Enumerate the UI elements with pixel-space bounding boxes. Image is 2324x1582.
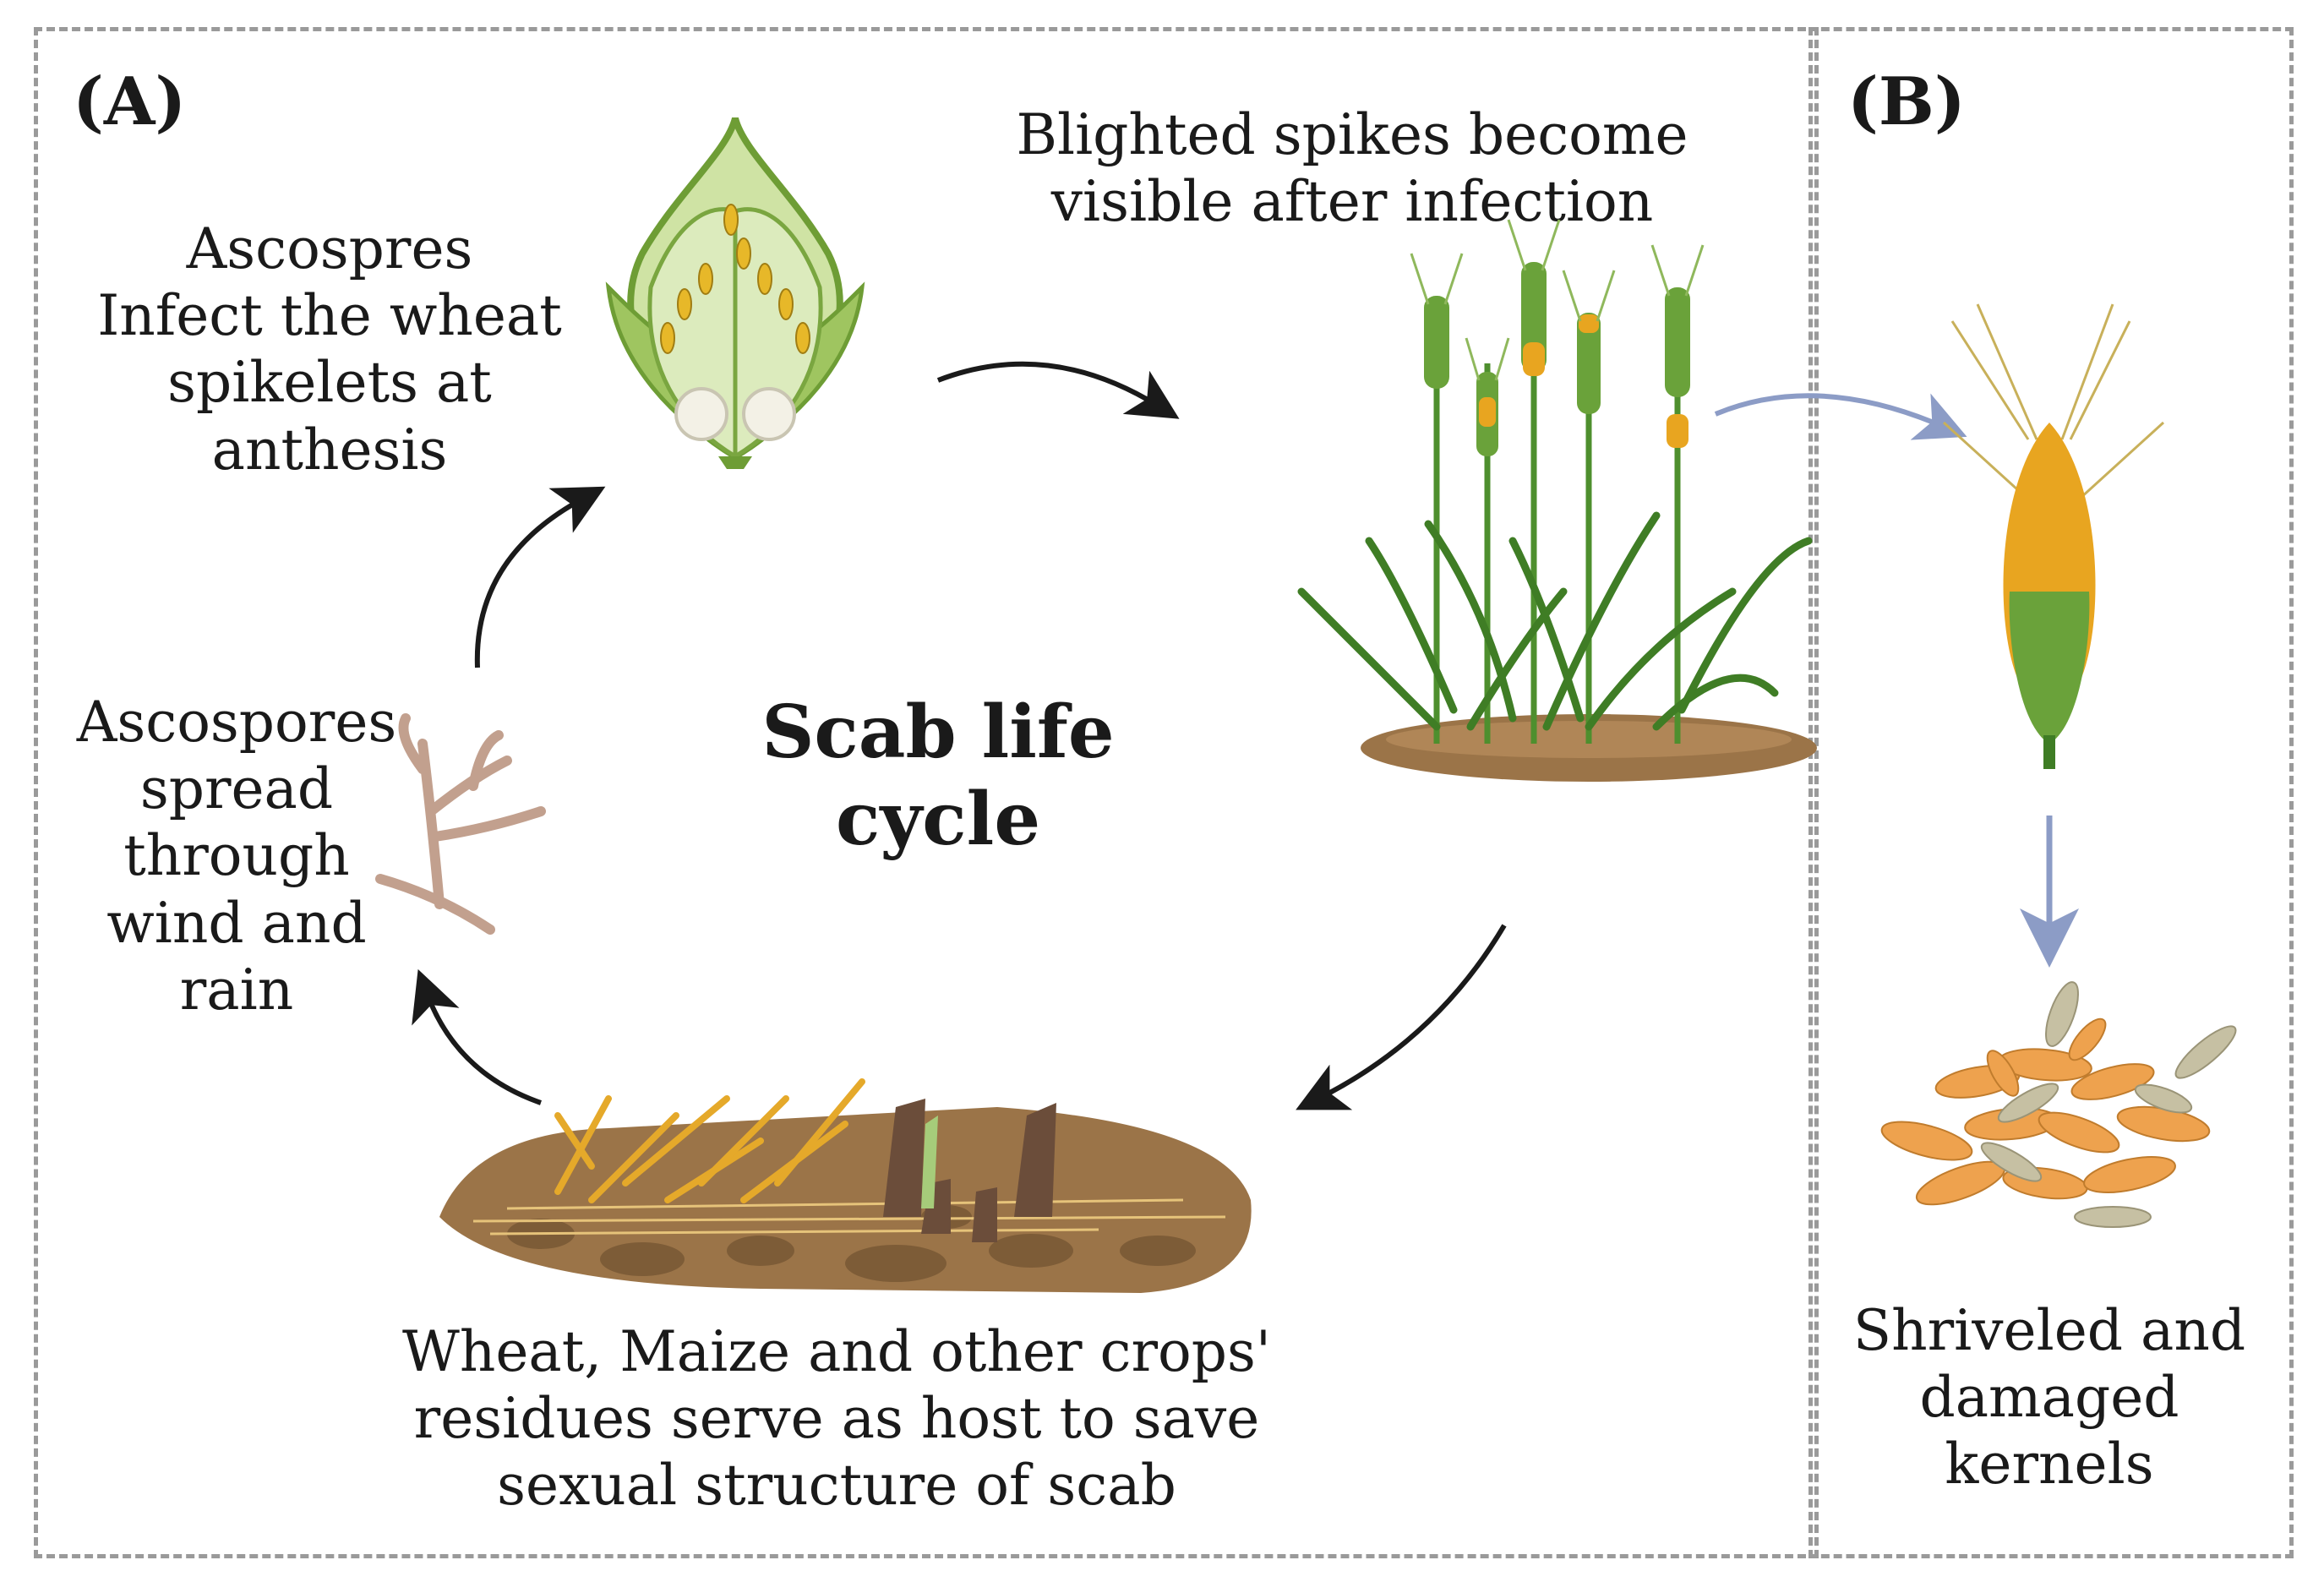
spikelet-icon bbox=[605, 117, 865, 469]
kernels-text: Shriveled and damaged kernels bbox=[1852, 1298, 2246, 1497]
step-spikelet-text: Ascospres Infect the wheat spikelets at … bbox=[97, 216, 562, 483]
ascospore-branch-icon bbox=[375, 713, 546, 935]
arrow-spikelet-to-plants bbox=[936, 361, 1180, 419]
step-spread-text: Ascospores spread through wind and rain bbox=[76, 690, 397, 1023]
panel-a bbox=[34, 27, 1819, 1558]
arrow-residue-to-spread bbox=[412, 968, 542, 1105]
center-title: Scab life cycle bbox=[761, 690, 1115, 863]
arrow-spread-to-spikelet bbox=[474, 486, 606, 668]
panel-b-label: (B) bbox=[1847, 63, 1966, 140]
wheat-plants-icon bbox=[1297, 219, 1817, 782]
kernels-icon bbox=[1880, 981, 2237, 1228]
crop-residue-icon bbox=[439, 1078, 1252, 1293]
blighted-spike-icon bbox=[1942, 303, 2165, 769]
step-blighted-text: Blighted spikes become visible after inf… bbox=[1016, 102, 1688, 235]
step-residue-text: Wheat, Maize and other crops' residues s… bbox=[401, 1319, 1272, 1519]
panel-b bbox=[1808, 27, 2294, 1558]
arrow-plants-to-residue bbox=[1296, 924, 1507, 1110]
panel-a-label: (A) bbox=[73, 63, 187, 140]
arrow-plants-to-spike bbox=[1714, 393, 1967, 440]
